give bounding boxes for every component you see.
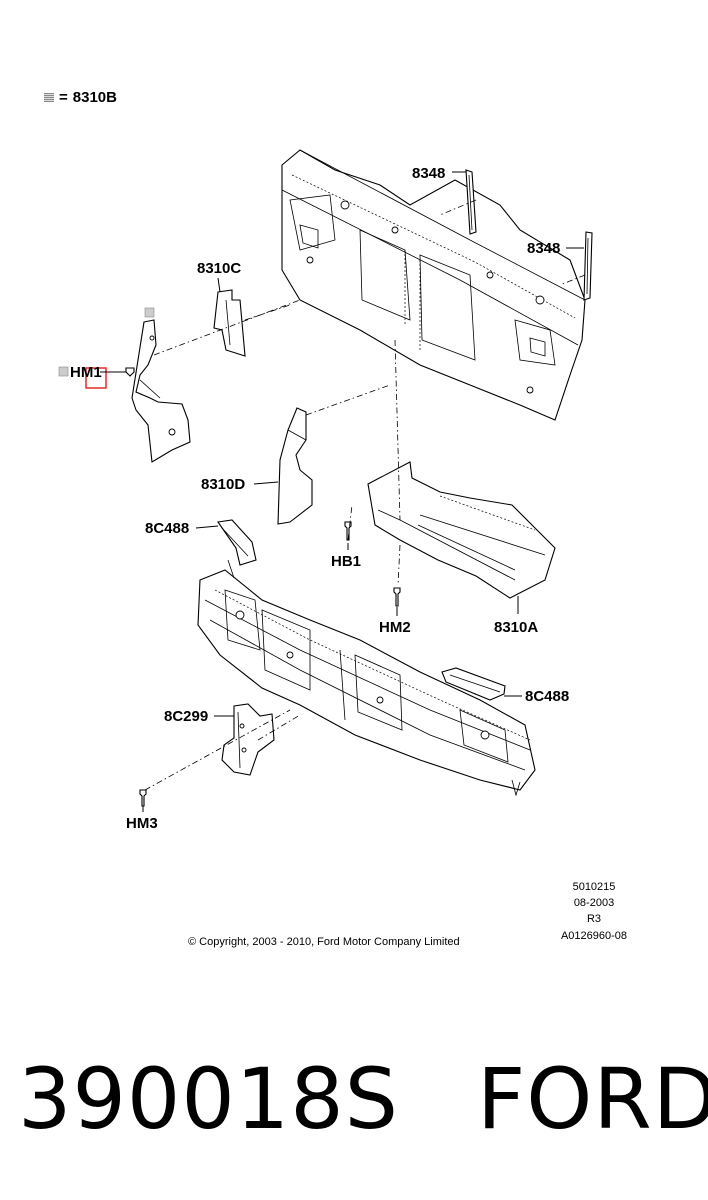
bracket-8C299 [221, 703, 275, 776]
radiator-support-upper [281, 149, 586, 421]
info-line-3: R3 [587, 913, 601, 925]
hatch-marker-hm1 [58, 366, 69, 377]
callout-8310A: 8310A [494, 619, 538, 636]
callout-8348-right: 8348 [527, 240, 560, 257]
caption: 390018S FORD [18, 1050, 708, 1170]
radiator-support-lower [197, 559, 536, 797]
shield-8310D [277, 407, 313, 525]
info-line-2: 08-2003 [574, 897, 614, 909]
parts-diagram: 8348 8348 8310C HM1 8310D 8C488 HB1 HM2 … [58, 149, 627, 948]
callout-hm2: HM2 [379, 619, 411, 636]
caption-brand: FORD [476, 1050, 708, 1148]
leader-lines [100, 171, 584, 812]
shield-8310C [213, 289, 246, 357]
callout-8C488-left: 8C488 [145, 520, 189, 537]
callout-hb1: HB1 [331, 553, 361, 570]
callout-hm3: HM3 [126, 815, 158, 832]
highlight-box [85, 367, 107, 389]
bracket-8C488-left [217, 519, 257, 566]
info-line-4: A0126960-08 [561, 930, 627, 942]
seal-8348-right [583, 231, 593, 301]
copyright-text: © Copyright, 2003 - 2010, Ford Motor Com… [188, 936, 460, 948]
bolt-hm3 [139, 789, 147, 807]
legend-code: 8310B [72, 89, 117, 106]
callout-8C488-right: 8C488 [525, 688, 569, 705]
callout-hm1: HM1 [70, 364, 102, 381]
bracket-8C488-right [441, 667, 506, 701]
hatch-marker-8310B [144, 307, 155, 318]
bolt-hm2 [393, 587, 401, 607]
callout-8348-top: 8348 [412, 165, 445, 182]
caption-part-number: 390018S [18, 1050, 399, 1148]
crosshatch-swatch [44, 93, 54, 102]
callout-8310C: 8310C [197, 260, 241, 277]
clip-hm1 [125, 367, 135, 377]
callout-8C299: 8C299 [164, 708, 208, 725]
shield-8310B [131, 319, 191, 463]
callout-8310D: 8310D [201, 476, 245, 493]
legend-equals: = [59, 89, 68, 106]
legend: = 8310B [44, 89, 117, 106]
air-deflector-8310A [367, 461, 556, 599]
alignment-lines [144, 199, 586, 791]
info-line-1: 5010215 [573, 881, 616, 893]
